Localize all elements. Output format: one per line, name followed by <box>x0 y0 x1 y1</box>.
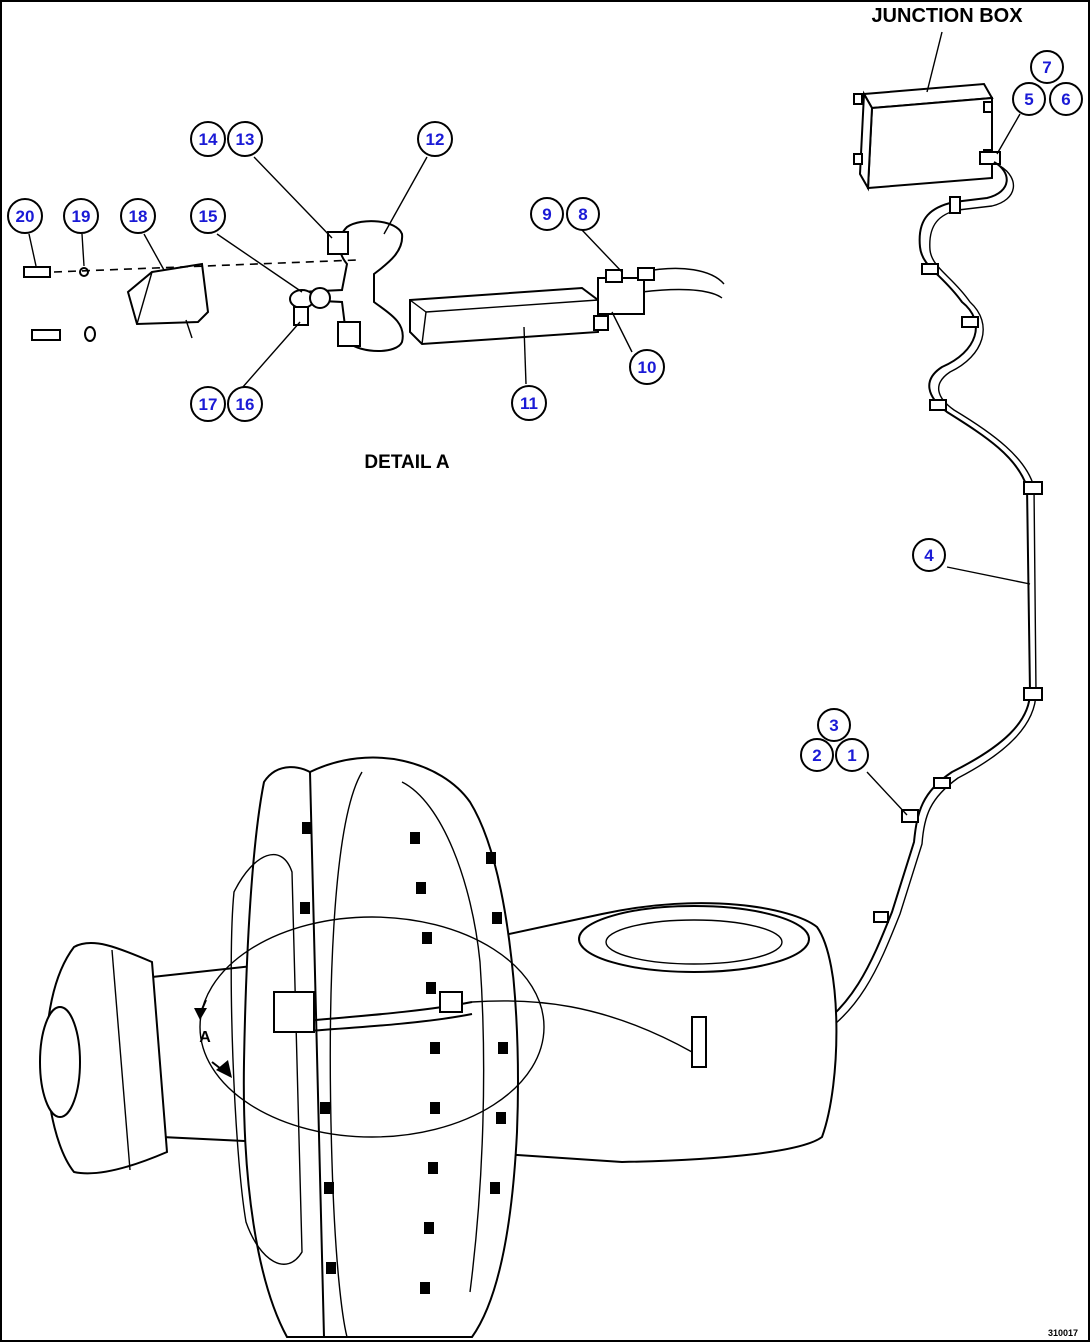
callout-4: 4 <box>912 538 946 572</box>
callout-20: 20 <box>7 198 43 234</box>
svg-text:14: 14 <box>199 130 218 149</box>
detail-a-assembly <box>23 156 725 389</box>
callout-14: 14 <box>190 121 226 157</box>
svg-text:13: 13 <box>236 130 255 149</box>
callout-7: 7 <box>1030 50 1064 84</box>
svg-text:4: 4 <box>924 546 934 565</box>
callout-2: 2 <box>800 738 834 772</box>
detail-a-caption: DETAIL A <box>364 452 449 473</box>
callout-19: 19 <box>63 198 99 234</box>
svg-text:17: 17 <box>199 395 218 414</box>
callout-10: 10 <box>629 349 665 385</box>
callout-18: 18 <box>120 198 156 234</box>
wire-harness <box>691 113 1043 1055</box>
callouts: 1 2 3 4 5 6 7 8 9 10 11 12 13 14 15 16 1… <box>7 50 1083 772</box>
callout-1: 1 <box>835 738 869 772</box>
callout-6: 6 <box>1049 82 1083 116</box>
svg-text:15: 15 <box>199 207 218 226</box>
svg-text:6: 6 <box>1061 90 1070 109</box>
callout-5: 5 <box>1012 82 1046 116</box>
svg-text:18: 18 <box>129 207 148 226</box>
svg-text:19: 19 <box>72 207 91 226</box>
callout-3: 3 <box>817 708 851 742</box>
callout-12: 12 <box>417 121 453 157</box>
svg-text:10: 10 <box>638 358 657 377</box>
view-marker-a: A <box>199 1029 211 1046</box>
callout-8: 8 <box>566 197 600 231</box>
svg-text:8: 8 <box>578 205 587 224</box>
junction-box <box>853 31 1001 192</box>
svg-text:3: 3 <box>829 716 838 735</box>
svg-text:5: 5 <box>1024 90 1033 109</box>
svg-text:1: 1 <box>847 746 856 765</box>
figure-id: 310017 <box>1048 1328 1078 1338</box>
svg-text:2: 2 <box>812 746 821 765</box>
svg-text:16: 16 <box>236 395 255 414</box>
callout-17: 17 <box>190 386 226 422</box>
callout-15: 15 <box>190 198 226 234</box>
svg-text:11: 11 <box>520 394 538 413</box>
callout-11: 11 <box>511 385 547 421</box>
callout-16: 16 <box>227 386 263 422</box>
callout-13: 13 <box>227 121 263 157</box>
svg-text:20: 20 <box>16 207 35 226</box>
svg-text:7: 7 <box>1042 58 1051 77</box>
svg-text:9: 9 <box>542 205 551 224</box>
svg-text:12: 12 <box>426 130 445 149</box>
callout-9: 9 <box>530 197 564 231</box>
axle-hub-assembly <box>39 756 838 1338</box>
junction-box-title: JUNCTION BOX <box>871 5 1023 27</box>
